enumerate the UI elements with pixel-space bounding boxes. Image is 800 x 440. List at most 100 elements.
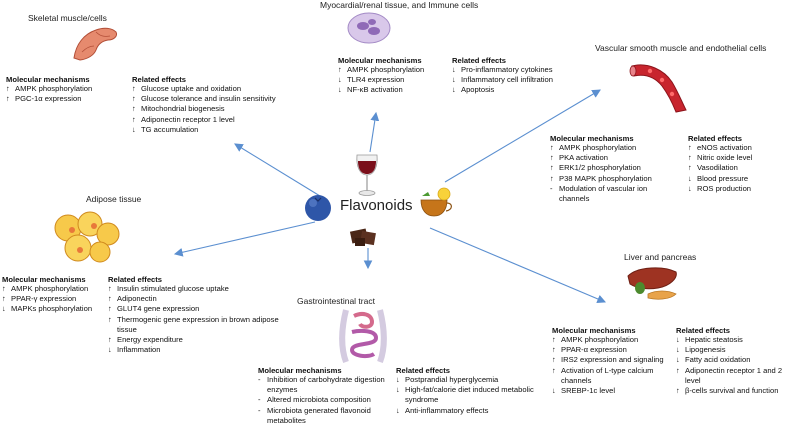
list-item-text: Adiponectin xyxy=(117,294,157,304)
direction-symbol: ↑ xyxy=(550,153,554,163)
list-item-text: Adiponectin receptor 1 level xyxy=(141,114,235,124)
direction-symbol: ↑ xyxy=(108,304,112,314)
center-label: Flavonoids xyxy=(340,197,413,214)
adipose-title: Adipose tissue xyxy=(86,194,142,204)
liver-mech-list: ↑AMPK phosphorylation↑PPAR-α expression↑… xyxy=(552,335,670,396)
liver-eff-list: ↓Hepatic steatosis↓Lipogenesis↓Fatty aci… xyxy=(676,335,798,396)
list-item: ↑Energy expenditure xyxy=(108,335,284,345)
list-item-text: MAPKs phosphorylation xyxy=(11,304,93,314)
direction-symbol: ↑ xyxy=(6,94,10,104)
myocardial-effects: Related effects ↓Pro-inflammatory cytoki… xyxy=(452,56,553,96)
direction-symbol: ↑ xyxy=(6,84,10,93)
immune-cell-icon xyxy=(347,12,391,44)
direction-symbol: ↑ xyxy=(2,294,6,304)
direction-symbol: ↑ xyxy=(108,294,112,304)
direction-symbol: ↓ xyxy=(676,335,680,344)
list-item: ↑Vasodilation xyxy=(688,163,752,173)
list-item-text: NF-κB activation xyxy=(347,85,403,95)
list-item: ↑ Adiponectin xyxy=(108,294,284,304)
list-item: ↓Apoptosis xyxy=(452,85,553,95)
vascular-eff-header: Related effects xyxy=(688,134,743,143)
list-item-text: Adiponectin receptor 1 and 2 level xyxy=(685,365,783,385)
list-item: ↓ NF-κB activation xyxy=(338,85,424,95)
list-item: ↑ GLUT4 gene expression xyxy=(108,304,284,314)
list-item: ↑PPAR-α expression xyxy=(552,345,670,355)
direction-symbol: ↓ xyxy=(452,75,456,85)
list-item-text: AMPK phosphorylation xyxy=(347,65,425,74)
direction-symbol: ↑ xyxy=(550,143,554,152)
direction-symbol: - xyxy=(258,405,261,415)
liver-title: Liver and pancreas xyxy=(624,252,697,262)
arrow-to-skeletal xyxy=(234,143,321,197)
vascular-mechanisms: Molecular mechanisms ↑ AMPK phosphorylati… xyxy=(550,134,676,204)
direction-symbol: ↓ xyxy=(676,345,680,355)
direction-symbol: ↑ xyxy=(688,153,692,163)
gi-mech-header: Molecular mechanisms xyxy=(258,366,342,375)
direction-symbol: ↑ xyxy=(552,355,556,365)
direction-symbol: ↑ xyxy=(132,94,136,104)
list-item: -Altered microbiota composition xyxy=(258,395,386,405)
list-item: ↑Activation of L-type calcium channels xyxy=(552,366,670,386)
list-item: ↓TLR4 expression xyxy=(338,75,424,85)
list-item-text: AMPK phosphorylation xyxy=(11,284,89,293)
myocardial-mech-header: Molecular mechanisms xyxy=(338,56,422,65)
direction-symbol: ↑ xyxy=(552,365,556,375)
list-item: ↑PGC-1α expression xyxy=(6,94,92,104)
myocardial-eff-header: Related effects xyxy=(452,56,507,65)
arrow-to-adipose xyxy=(173,221,316,257)
direction-symbol: - xyxy=(258,375,261,384)
vascular-effects: Related effects ↑eNOS activation↑Nitric … xyxy=(688,134,752,194)
vascular-mech-header: Molecular mechanisms xyxy=(550,134,634,143)
direction-symbol: ↑ xyxy=(688,163,692,173)
direction-symbol: ↓ xyxy=(338,85,342,95)
list-item-text: GLUT4 gene expression xyxy=(117,304,200,314)
list-item-text: TG accumulation xyxy=(141,124,199,134)
direction-symbol: ↓ xyxy=(338,75,342,85)
list-item-text: β-cells survival and function xyxy=(685,386,779,396)
list-item-text: eNOS activation xyxy=(697,143,752,152)
list-item: ↓Blood pressure xyxy=(688,174,752,184)
myocardial-mechanisms: Molecular mechanisms ↑ AMPK phosphorylati… xyxy=(338,56,424,96)
gi-title: Gastrointestinal tract xyxy=(297,296,375,306)
direction-symbol: ↓ xyxy=(452,65,456,74)
list-item: ↑ PKA activation xyxy=(550,153,676,163)
adipose-mech-list: ↑AMPK phosphorylation↑PPAR-γ expression↓… xyxy=(2,284,92,315)
myocardial-title: Myocardial/renal tissue, and Immune cell… xyxy=(320,0,479,10)
direction-symbol: ↓ xyxy=(676,355,680,365)
myocardial-eff-list: ↓Pro-inflammatory cytokines↓Inflammatory… xyxy=(452,65,553,96)
direction-symbol: - xyxy=(550,183,553,193)
gi-eff-list: ↓Postprandial hyperglycemia↓High-fat/cal… xyxy=(396,375,548,416)
list-item-text: ROS production xyxy=(697,183,752,193)
chocolate-icon xyxy=(349,228,376,246)
gi-eff-header: Related effects xyxy=(396,366,451,375)
list-item-text: PKA activation xyxy=(559,153,608,163)
list-item: ↑PPAR-γ expression xyxy=(2,294,92,304)
liver-eff-header: Related effects xyxy=(676,326,731,335)
direction-symbol: ↑ xyxy=(108,284,112,293)
list-item: ↓TG accumulation xyxy=(132,125,312,135)
direction-symbol: ↑ xyxy=(108,314,112,324)
direction-symbol: ↓ xyxy=(396,405,400,415)
list-item-text: High-fat/calorie diet induced metabolic … xyxy=(405,385,534,405)
direction-symbol: ↓ xyxy=(108,345,112,355)
skeletal-title: Skeletal muscle/cells xyxy=(28,13,107,23)
skeletal-effects: Related effects ↑Glucose uptake and oxid… xyxy=(132,75,312,135)
list-item: ↓Pro-inflammatory cytokines xyxy=(452,65,553,75)
gi-mechanisms: Molecular mechanisms -Inhibition of carb… xyxy=(258,366,386,426)
direction-symbol: ↑ xyxy=(676,386,680,396)
skeletal-mechanisms: Molecular mechanisms ↑AMPK phosphorylati… xyxy=(6,75,92,104)
list-item-text: AMPK phosphorylation xyxy=(559,143,637,152)
list-item-text: Anti-inflammatory effects xyxy=(405,405,489,415)
arrow-to-vascular xyxy=(444,89,601,183)
skeletal-eff-header: Related effects xyxy=(132,75,187,84)
direction-symbol: ↑ xyxy=(550,163,554,173)
blueberry-icon xyxy=(305,195,331,221)
list-item-text: AMPK phosphorylation xyxy=(561,335,639,344)
list-item: ↑Glucose uptake and oxidation xyxy=(132,84,312,94)
direction-symbol: ↑ xyxy=(338,65,342,74)
blood-vessel-icon xyxy=(629,64,687,113)
vascular-eff-list: ↑eNOS activation↑Nitric oxide level↑Vaso… xyxy=(688,143,752,194)
adipose-eff-list: ↑Insulin stimulated glucose uptake↑Adipo… xyxy=(108,284,284,355)
list-item: -Modulation of vascular ion channels xyxy=(550,184,676,204)
